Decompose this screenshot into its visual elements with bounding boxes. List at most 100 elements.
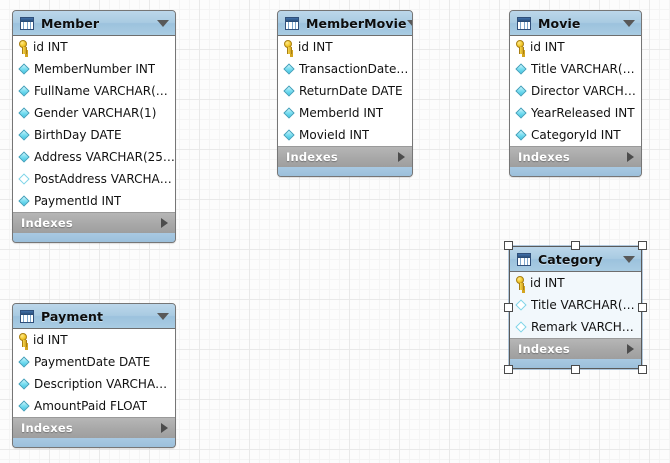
column-label: Address VARCHAR(255) xyxy=(34,150,175,164)
table-column[interactable]: AmountPaid FLOAT xyxy=(13,395,175,417)
column-label: id INT xyxy=(298,40,333,54)
table-node-member[interactable]: Member id INT MemberNumber INT FullName VAR… xyxy=(12,10,176,243)
column-label: YearReleased INT xyxy=(531,106,635,120)
table-column[interactable]: PostAddress VARCHAR(255) xyxy=(13,168,175,190)
table-column[interactable]: PaymentDate DATE xyxy=(13,351,175,373)
indexes-bar-member[interactable]: Indexes xyxy=(13,213,175,233)
resize-handle-e[interactable] xyxy=(638,302,647,312)
table-column[interactable]: MemberId INT xyxy=(278,102,412,124)
table-footer-strip xyxy=(13,438,175,447)
table-column[interactable]: TransactionDate DATE xyxy=(278,58,412,80)
indexes-bar-category[interactable]: Indexes xyxy=(510,339,641,359)
table-column[interactable]: PaymentId INT xyxy=(13,190,175,212)
caret-right-icon[interactable] xyxy=(161,218,168,228)
table-column[interactable]: FullName VARCHAR(100) xyxy=(13,80,175,102)
table-icon xyxy=(285,16,299,30)
diamond-filled-icon xyxy=(515,129,527,141)
table-column[interactable]: Address VARCHAR(255) xyxy=(13,146,175,168)
resize-handle-sw[interactable] xyxy=(504,365,513,374)
table-column[interactable]: id INT xyxy=(13,329,175,351)
table-columns-movie: id INT Title VARCHAR(45) Director VARCHAR(… xyxy=(510,36,641,147)
column-label: Remark VARCHAR(500) xyxy=(531,320,641,334)
table-column[interactable]: Title VARCHAR(45) xyxy=(510,58,641,80)
column-label: Description VARCHAR(100) xyxy=(34,377,175,391)
table-column[interactable]: id INT xyxy=(13,36,175,58)
table-column[interactable]: id INT xyxy=(510,272,641,294)
table-node-membermovie[interactable]: MemberMovie id INT TransactionDate DATE Ret… xyxy=(277,10,413,177)
indexes-label: Indexes xyxy=(21,421,73,435)
column-label: MemberId INT xyxy=(299,106,384,120)
diamond-filled-icon xyxy=(18,129,30,141)
diamond-filled-icon xyxy=(18,151,30,163)
resize-handle-nw[interactable] xyxy=(504,241,513,250)
column-label: PostAddress VARCHAR(255) xyxy=(34,172,175,186)
resize-handle-w[interactable] xyxy=(504,302,513,312)
table-column[interactable]: Gender VARCHAR(1) xyxy=(13,102,175,124)
diamond-filled-icon xyxy=(515,85,527,97)
caret-down-icon[interactable] xyxy=(623,255,635,263)
table-column[interactable]: MovieId INT xyxy=(278,124,412,146)
indexes-label: Indexes xyxy=(21,216,73,230)
diamond-filled-icon xyxy=(18,63,30,75)
column-label: id INT xyxy=(33,40,68,54)
table-column[interactable]: Description VARCHAR(100) xyxy=(13,373,175,395)
table-column[interactable]: ReturnDate DATE xyxy=(278,80,412,102)
table-column[interactable]: MemberNumber INT xyxy=(13,58,175,80)
column-label: ReturnDate DATE xyxy=(299,84,403,98)
table-title: Member xyxy=(41,15,100,31)
resize-handle-s[interactable] xyxy=(570,365,580,374)
key-icon xyxy=(283,40,294,54)
table-column[interactable]: Remark VARCHAR(500) xyxy=(510,316,641,338)
table-column[interactable]: Title VARCHAR(45) xyxy=(510,294,641,316)
caret-down-icon[interactable] xyxy=(157,19,169,27)
caret-right-icon[interactable] xyxy=(627,152,634,162)
table-header-payment[interactable]: Payment xyxy=(13,304,175,329)
table-title: MemberMovie xyxy=(306,15,407,31)
indexes-bar-movie[interactable]: Indexes xyxy=(510,147,641,167)
table-column[interactable]: YearReleased INT xyxy=(510,102,641,124)
table-node-movie[interactable]: Movie id INT Title VARCHAR(45) Director VAR… xyxy=(509,10,642,177)
resize-handle-se[interactable] xyxy=(638,365,647,374)
caret-down-icon[interactable] xyxy=(623,19,635,27)
table-footer-strip xyxy=(510,167,641,176)
key-icon xyxy=(18,333,29,347)
table-columns-member: id INT MemberNumber INT FullName VARCHAR(1… xyxy=(13,36,175,213)
column-label: FullName VARCHAR(100) xyxy=(34,84,175,98)
table-footer-strip xyxy=(13,233,175,242)
diamond-filled-icon xyxy=(515,63,527,75)
column-label: AmountPaid FLOAT xyxy=(34,399,147,413)
indexes-label: Indexes xyxy=(286,150,338,164)
table-column[interactable]: BirthDay DATE xyxy=(13,124,175,146)
table-header-membermovie[interactable]: MemberMovie xyxy=(278,11,412,36)
table-column[interactable]: id INT xyxy=(278,36,412,58)
indexes-bar-payment[interactable]: Indexes xyxy=(13,418,175,438)
table-header-category[interactable]: Category xyxy=(510,247,641,272)
indexes-label: Indexes xyxy=(518,150,570,164)
table-header-movie[interactable]: Movie xyxy=(510,11,641,36)
table-icon xyxy=(517,16,531,30)
caret-right-icon[interactable] xyxy=(627,344,634,354)
diamond-filled-icon xyxy=(283,107,295,119)
column-label: BirthDay DATE xyxy=(34,128,122,142)
table-column[interactable]: id INT xyxy=(510,36,641,58)
table-footer-strip xyxy=(510,359,641,368)
column-label: Title VARCHAR(45) xyxy=(531,298,641,312)
diamond-hollow-icon xyxy=(18,173,30,185)
table-header-member[interactable]: Member xyxy=(13,11,175,36)
caret-down-icon[interactable] xyxy=(157,312,169,320)
caret-right-icon[interactable] xyxy=(161,423,168,433)
diamond-filled-icon xyxy=(283,129,295,141)
diamond-filled-icon xyxy=(18,378,30,390)
resize-handle-n[interactable] xyxy=(570,241,580,250)
resize-handle-ne[interactable] xyxy=(638,241,647,250)
caret-down-icon[interactable] xyxy=(406,19,412,27)
table-column[interactable]: Director VARCHAR(45) xyxy=(510,80,641,102)
column-label: Title VARCHAR(45) xyxy=(531,62,641,76)
caret-right-icon[interactable] xyxy=(398,152,405,162)
table-title: Movie xyxy=(538,15,581,31)
indexes-bar-membermovie[interactable]: Indexes xyxy=(278,147,412,167)
table-column[interactable]: CategoryId INT xyxy=(510,124,641,146)
diamond-hollow-icon xyxy=(515,299,527,311)
